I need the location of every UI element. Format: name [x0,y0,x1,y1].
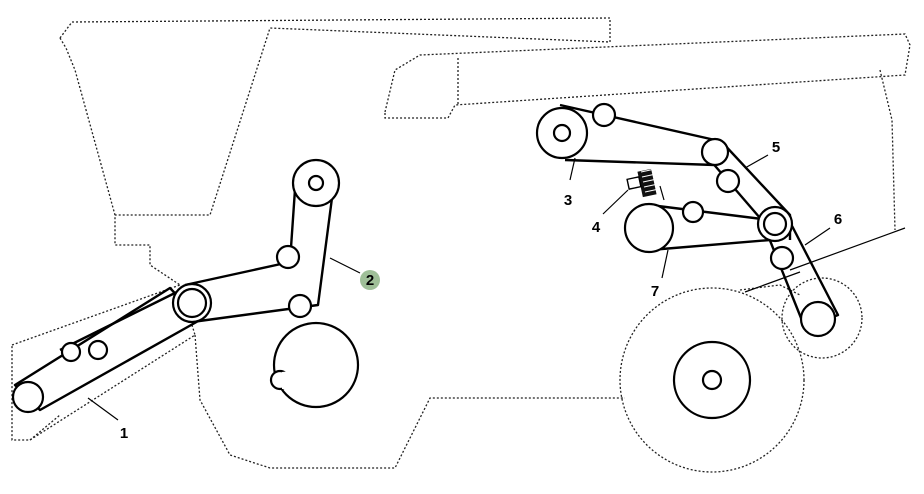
belt-6-idler [769,245,795,271]
callout-2-text: 2 [366,272,374,289]
jackshaft-sheave-inner [176,287,208,319]
belt-3-idler [591,102,617,128]
feeder-idler-a [60,341,82,363]
belt-6-lower-pulley [799,300,837,338]
callout-2-highlight [360,270,380,290]
combine-outline [11,17,911,473]
frame-lines [672,227,906,420]
callout-5: 5 [772,139,780,156]
callout-2: 2 [360,270,380,290]
callout-6-text: 6 [834,211,842,228]
callout-7: 7 [651,283,659,300]
belt-7-drive-pulley [623,202,675,254]
callout-3-text: 3 [564,192,572,209]
upper-drive-hub [307,174,325,192]
callout-4: 4 [592,219,601,236]
leader-lines [87,154,831,421]
belt-2-lower-idler [287,293,313,319]
belt-2-idler [275,244,301,270]
countershaft-sheave-inner [762,211,788,237]
callout-1-text: 1 [120,425,128,442]
belt-3-rear-pulley [700,137,730,167]
belt-5-idler [715,168,741,194]
callout-4-text: 4 [592,219,601,236]
callout-6: 6 [834,211,842,228]
beater-hub [552,123,572,143]
callout-7-text: 7 [651,283,659,300]
callout-3: 3 [564,192,572,209]
tensioner-spring [626,168,665,201]
main-shaft-pulley [269,321,360,409]
callout-1: 1 [120,425,128,442]
feeder-lower-pulley [11,380,45,414]
belt-7-idler [681,200,705,224]
feeder-idler-b [87,339,109,361]
callout-5-text: 5 [772,139,780,156]
